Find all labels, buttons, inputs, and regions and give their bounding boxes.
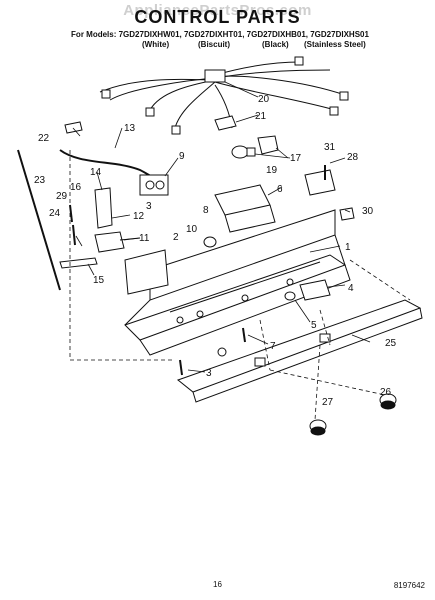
part-21-clip [214,115,237,131]
variant-black: (Black) [262,40,289,49]
nut [217,347,227,357]
callout-15: 15 [93,275,105,286]
control-knob-26 [379,393,397,410]
light-bulb [231,145,256,159]
part-2-bracket [124,249,169,295]
callout-4: 4 [348,283,354,294]
callout-25: 25 [385,338,397,349]
callout-23: 23 [34,175,46,186]
watermark: AppliancePartsPros.com [123,2,312,19]
part-5-knob [284,291,296,301]
wiring-harness [99,56,349,135]
callout-3a: 3 [146,201,152,212]
callout-22: 22 [38,133,50,144]
part-11-switch [94,231,141,253]
callout-27: 27 [322,397,334,408]
callout-20: 20 [258,94,270,105]
callout-12: 12 [133,211,145,222]
callout-30: 30 [362,206,374,217]
trim-panel [176,299,423,403]
callout-11: 11 [139,233,150,244]
page-number: 16 [213,580,222,589]
part-31-board [304,169,336,196]
callout-2: 2 [173,232,179,243]
callout-10: 10 [186,224,198,235]
models-line: For Models: 7GD27DIXHW01, 7GD27DIXHT01, … [71,30,369,39]
light-socket [257,135,279,155]
control-housing [124,209,351,356]
part-6-control [214,184,276,233]
screw-7 [242,327,246,343]
callout-7: 7 [270,341,276,352]
callout-28: 28 [347,152,359,163]
part-23-rod [17,149,61,291]
guide-lines [69,150,411,421]
callout-26: 26 [380,387,392,398]
thermostat [139,174,169,196]
variant-biscuit: (Biscuit) [198,40,230,49]
callout-6: 6 [277,184,283,195]
part-8-knob [203,236,217,248]
variant-stainless: (Stainless Steel) [304,40,366,49]
callout-17: 17 [290,153,302,164]
callout-13: 13 [124,123,136,134]
page-title: CONTROL PARTS [134,7,301,27]
part-30-clip [339,207,355,221]
screw-24 [72,224,76,246]
callout-31: 31 [324,142,336,153]
callout-16: 16 [70,182,82,193]
part-14-bracket [94,187,113,229]
callout-24: 24 [49,208,61,219]
part-15-bracket [59,257,98,269]
part-22-bracket [64,121,83,134]
callout-21: 21 [255,111,267,122]
callout-29: 29 [56,191,68,202]
callout-19: 19 [266,165,278,176]
document-number: 8197642 [393,581,425,590]
control-knob-27 [309,419,327,436]
callout-3b: 3 [206,368,212,379]
screw-3 [179,359,183,376]
callout-1: 1 [345,242,351,253]
callout-14: 14 [90,167,102,178]
callout-8: 8 [203,205,209,216]
callout-9: 9 [179,151,185,162]
leader-lines [72,81,371,373]
callout-5: 5 [311,320,317,331]
part-4-switch [299,279,331,301]
variant-white: (White) [142,40,170,49]
